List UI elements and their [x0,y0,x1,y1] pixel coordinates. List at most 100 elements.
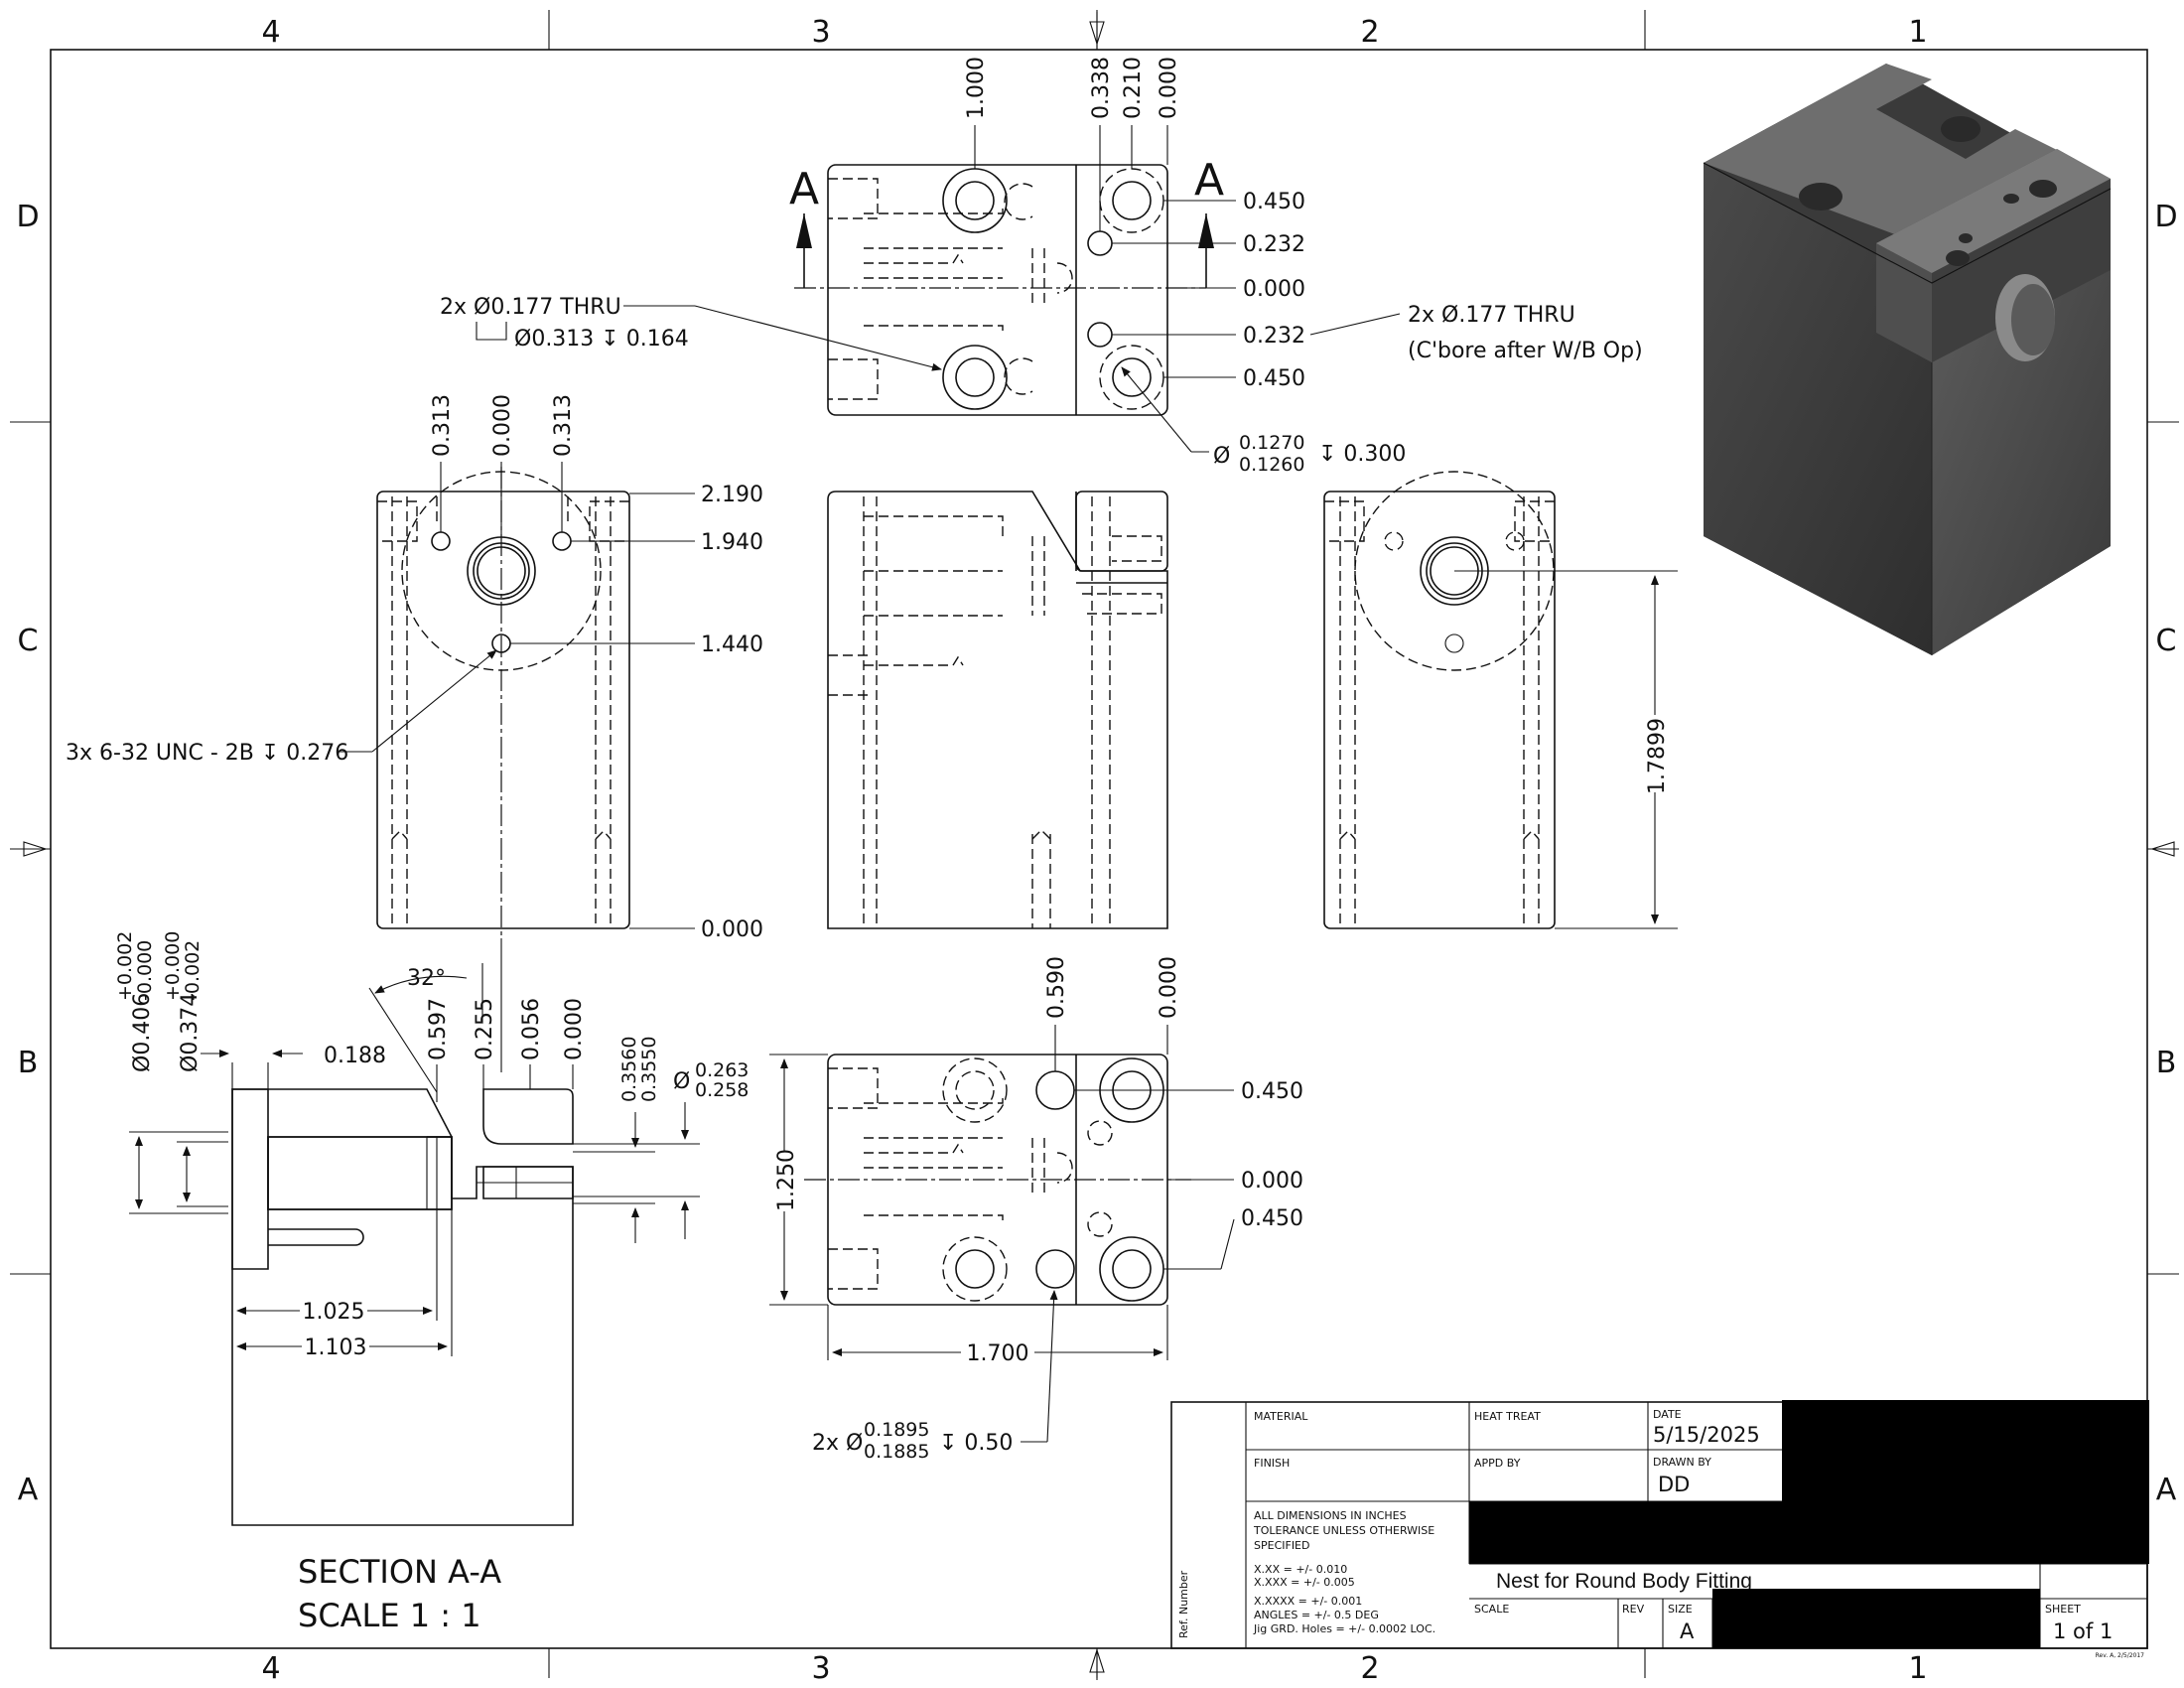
tb-rev-label: REV [1622,1603,1645,1616]
section-title: SECTION A-A [298,1553,501,1591]
section-dia2-tol-dn: -0.002 [182,940,204,1001]
front-dim-0000: 0.000 [490,394,515,457]
tb-tol-6: X.XXXX = +/- 0.001 [1254,1595,1362,1608]
bottom-ydim-0450-a: 0.450 [1241,1079,1303,1104]
top-dim-0000: 0.000 [1157,57,1181,119]
front-view-outline [376,491,630,929]
section-dim-1025: 1.025 [303,1300,365,1325]
top-pin-upper [1087,230,1113,256]
isometric-view [1703,64,2112,655]
zone-col-3-bottom: 3 [811,1651,830,1686]
bottom-hole-0590-upper [1035,1070,1075,1110]
tb-part-title: Nest for Round Body Fitting [1496,1570,1752,1593]
front-ydim-1440: 1.440 [701,633,763,657]
tb-sheet-value: 1 of 1 [2053,1619,2113,1643]
bottom-callout-upper: 0.1895 [864,1419,929,1441]
tb-appd-label: APPD BY [1474,1457,1521,1470]
section-angle: 32° [407,966,446,991]
top-view: A A 1.000 0.338 0.210 0.000 0.450 0.232 … [440,57,1643,476]
redaction-2 [1469,1501,1782,1564]
section-dia3-lower: 0.258 [695,1079,749,1101]
top-hole-lr [1112,357,1152,397]
callout-thru-left-2: Ø0.313 ↧ 0.164 [514,327,689,352]
ream-depth: ↧ 0.300 [1318,442,1406,467]
redaction-1 [1782,1400,2149,1564]
bottom-dim-0590: 0.590 [1044,956,1069,1019]
top-dim-1000: 1.000 [964,57,989,119]
section-letter-right: A [1194,155,1224,206]
top-ydim-0232-a: 0.232 [1243,232,1305,257]
section-a-a: 0.188 Ø0.406 +0.002 -0.000 Ø0.374 +0.000… [114,931,749,1634]
tb-tol-5: X.XXX = +/- 0.005 [1254,1576,1355,1589]
tb-ref-label: Ref. Number [1177,1570,1190,1638]
section-dia2-tol-up: +0.000 [162,931,184,1001]
tb-drawn-label: DRAWN BY [1653,1456,1711,1469]
front-dim-0313-b: 0.313 [551,394,576,457]
section-dia3-prefix: Ø [673,1069,690,1094]
top-hole-ur [1112,181,1152,220]
tb-sheet-label: SHEET [2045,1603,2081,1616]
section-dia1: Ø0.406 [130,993,155,1072]
bottom-ydim-0450-b: 0.450 [1241,1206,1303,1231]
bottom-dim-1250: 1.250 [774,1149,799,1211]
bottom-callout-prefix: 2x Ø [812,1431,863,1456]
top-ydim-0232-b: 0.232 [1243,324,1305,349]
bottom-dim-0000: 0.000 [1157,956,1181,1019]
zone-col-1-top: 1 [1908,15,1927,50]
redaction-3 [1712,1589,2040,1648]
bottom-dim-1700: 1.700 [967,1341,1029,1366]
zone-row-d-left: D [16,200,39,234]
section-body-hatch [231,1088,574,1526]
zone-row-a-right: A [2156,1473,2177,1507]
callout-thru-right-1: 2x Ø.177 THRU [1408,303,1575,328]
callout-thru-right-2: (C'bore after W/B Op) [1408,339,1643,363]
bottom-hole-0590-lower [1035,1249,1075,1289]
zone-col-1-bottom: 1 [1908,1651,1927,1686]
zone-col-2-top: 2 [1360,15,1379,50]
bottom-ydim-0000: 0.000 [1241,1169,1303,1194]
tb-material-label: MATERIAL [1254,1410,1308,1423]
callout-thru-left-1: 2x Ø0.177 THRU [440,295,621,320]
front-ydim-1940: 1.940 [701,530,763,555]
section-dim-0188: 0.188 [324,1044,386,1068]
right-dim-17899: 1.7899 [1645,718,1670,794]
tb-date-label: DATE [1653,1408,1682,1421]
section-dim-0597: 0.597 [426,998,451,1060]
zone-row-b-left: B [18,1046,39,1080]
zone-col-4-bottom: 4 [261,1651,280,1686]
bottom-callout-lower: 0.1885 [864,1441,929,1463]
top-ydim-0450-a: 0.450 [1243,190,1305,214]
zone-row-c-right: C [2156,624,2177,658]
zone-row-a-left: A [18,1473,39,1507]
top-ydim-0450-b: 0.450 [1243,366,1305,391]
top-pin-lower [1087,322,1113,348]
section-dim-0056: 0.056 [519,998,544,1060]
tb-size-label: SIZE [1668,1603,1693,1616]
zone-col-2-bottom: 2 [1360,1651,1379,1686]
tb-scale-label: SCALE [1474,1603,1509,1616]
tb-tol-7: ANGLES = +/- 0.5 DEG [1254,1609,1379,1621]
tb-tol-1: ALL DIMENSIONS IN INCHES [1254,1509,1407,1522]
iso-hole-1 [1799,183,1843,211]
zone-col-3-top: 3 [811,15,830,50]
front-ydim-2190: 2.190 [701,483,763,507]
tb-tol-4: X.XX = +/- 0.010 [1254,1563,1347,1576]
right-view-outline [1323,491,1556,929]
section-dim-03550: 0.3550 [638,1037,660,1102]
top-dim-0210: 0.210 [1121,57,1146,119]
front-tap-right [552,531,572,551]
ream-lower: 0.1260 [1239,454,1304,476]
section-dia3-upper: 0.263 [695,1059,749,1081]
zone-labels: 4 3 2 1 4 3 2 1 D C B A D C B A [16,15,2177,1686]
tb-tol-2: TOLERANCE UNLESS OTHERWISE [1253,1524,1434,1537]
zone-row-c-left: C [18,624,39,658]
tb-tol-8: Jig GRD. Holes = +/- 0.0002 LOC. [1253,1622,1435,1635]
ream-upper: 0.1270 [1239,432,1304,454]
zone-row-b-right: B [2156,1046,2177,1080]
zone-col-4-top: 4 [261,15,280,50]
tb-date-value: 5/15/2025 [1653,1423,1760,1447]
section-dia2: Ø0.374 [178,993,203,1072]
top-ydim-0000: 0.000 [1243,277,1305,302]
